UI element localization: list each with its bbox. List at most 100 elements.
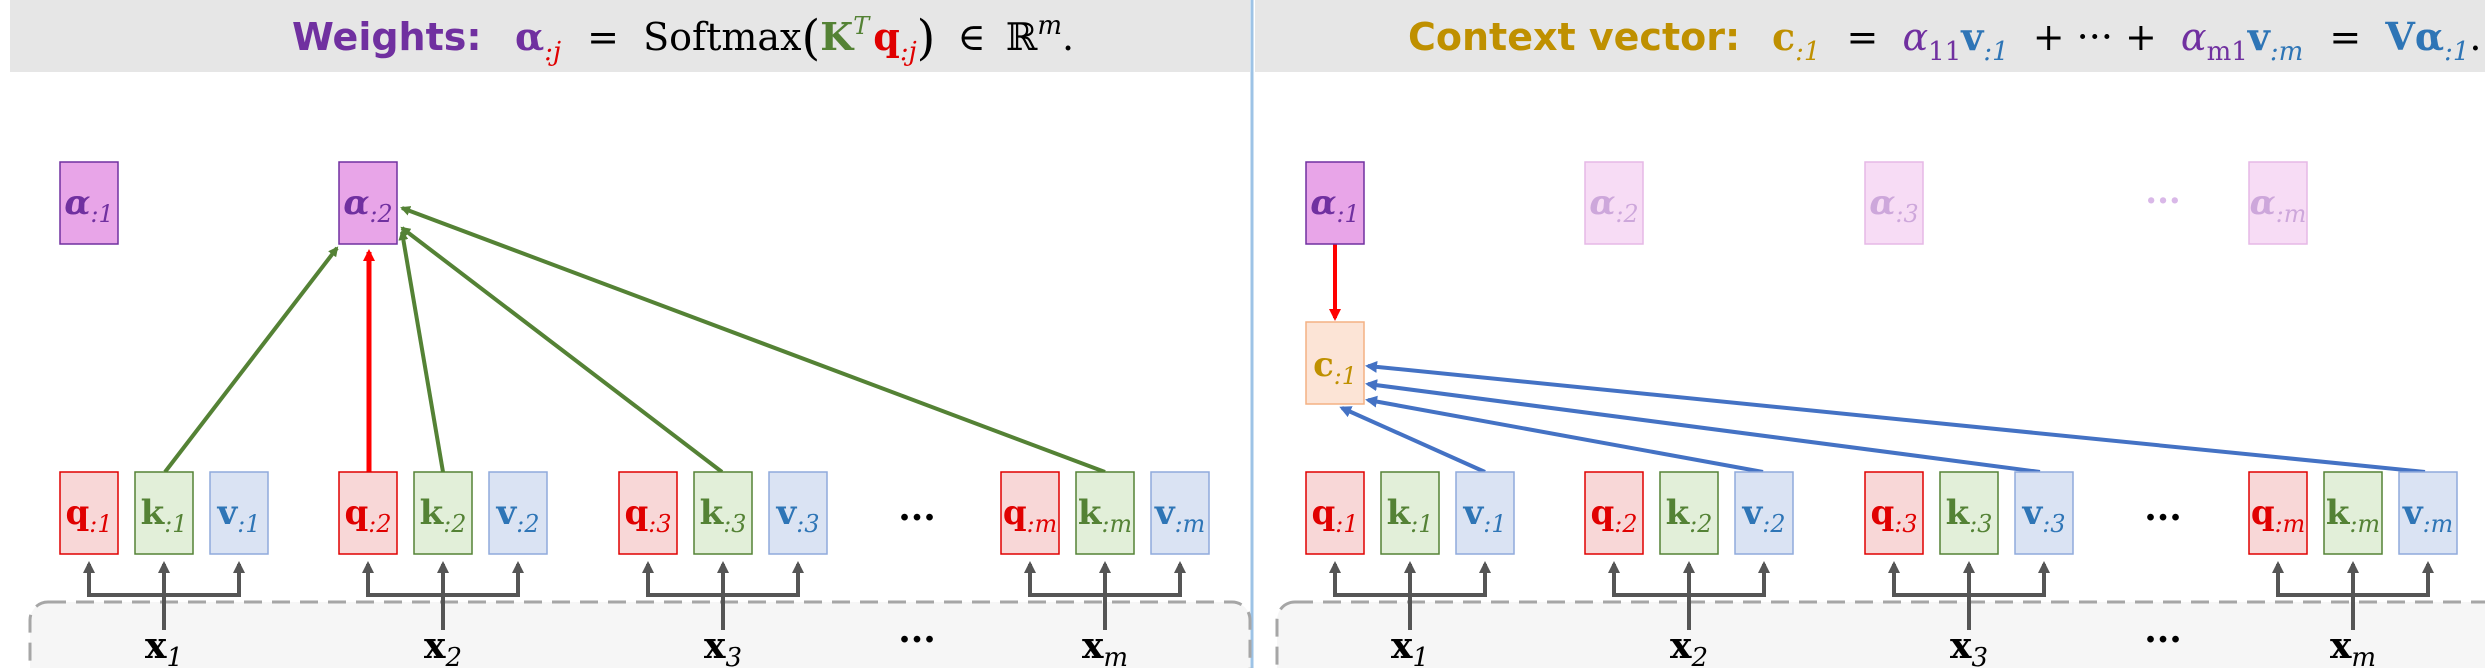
left-input-branch-q-1 (83, 561, 164, 597)
left-key-box-2 (413, 471, 473, 555)
formula-softmax: Softmax (643, 15, 801, 59)
right-input-branch-v-2 (1689, 561, 1770, 597)
left-key-label-2: k:2 (420, 493, 467, 538)
right-input-x-3: x3 (1950, 625, 1988, 668)
left-query-label-1-subscript: :1 (89, 510, 112, 538)
right-key-label-2-subscript: :2 (1689, 510, 1712, 538)
right-value2-to-context-arrow (1365, 395, 1764, 474)
left-key-label-2-subscript: :2 (443, 510, 466, 538)
right-query-label-4: q:m (2251, 493, 2305, 538)
left-key-label-3: k:3 (700, 493, 747, 538)
formula-vm-sub: :m (2270, 37, 2303, 67)
right-input-x-sub-1: 1 (1412, 643, 1429, 668)
right-query-box-2 (1584, 471, 1644, 555)
left-query-label-2: q:2 (345, 493, 392, 538)
right-query-label-3-subscript: :3 (1894, 510, 1917, 538)
left-alpha-label-1: α:1 (64, 183, 113, 228)
left-query-label-1: q:1 (66, 493, 113, 538)
right-key-box-3 (1939, 471, 1999, 555)
right-input-container (1275, 600, 2485, 668)
right-context-label-symbol: c (1313, 345, 1334, 385)
formula-eq: = (587, 15, 619, 59)
right-value-label-3-symbol: v (2022, 493, 2044, 533)
right-query-box-3 (1864, 471, 1924, 555)
right-alpha-box-1 (1305, 161, 1365, 245)
left-value-label-3: v:3 (776, 493, 820, 538)
left-alpha-label-1-subscript: :1 (91, 200, 114, 228)
left-input-branch-q-4 (1024, 561, 1105, 597)
right-query-label-2-subscript: :2 (1614, 510, 1637, 538)
left-input-x-4: xm (1082, 625, 1128, 668)
left-key-label-1-subscript: :1 (164, 510, 187, 538)
right-alpha-label-4-subscript: :m (2276, 200, 2307, 228)
formula-alpha: α (515, 14, 544, 59)
left-value-label-3-subscript: :3 (796, 510, 819, 538)
right-key-label-1-subscript: :1 (1410, 510, 1433, 538)
left-value-label-2-subscript: :2 (516, 510, 539, 538)
right-key-label-3-subscript: :3 (1969, 510, 1992, 538)
formula-q-sub: :j (900, 37, 917, 67)
right-query-label-3-symbol: q (1871, 493, 1895, 533)
right-key-label-2-symbol: k (1666, 493, 1691, 533)
formula-alpha-vec-sub: :1 (2444, 37, 2469, 67)
formula-alpha-vec: α (2415, 14, 2444, 59)
right-value-label-4: v:m (2402, 493, 2453, 538)
left-input-x-sub-1: 1 (166, 643, 183, 668)
right-query-label-1-subscript: :1 (1335, 510, 1358, 538)
formula-c-sub: :1 (1795, 37, 1820, 67)
right-value-box-1 (1455, 471, 1515, 555)
right-input-branch-q-2 (1608, 561, 1689, 597)
left-value-label-4: v:m (1154, 493, 1205, 538)
formula-K: K (820, 14, 855, 59)
right-key-label-3: k:3 (1946, 493, 1993, 538)
right-valuem-to-context-arrow (1365, 360, 2426, 474)
right-alpha-label-3-subscript: :3 (1896, 200, 1919, 228)
left-value-label-4-subscript: :m (1175, 510, 1206, 538)
right-query-label-2-symbol: q (1591, 493, 1615, 533)
right-alpha-label-4-symbol: α (2250, 183, 2276, 223)
left-query-box-2 (338, 471, 398, 555)
right-input-branch-q-1 (1329, 561, 1410, 597)
left-keym-to-alpha-arrow (400, 206, 1106, 474)
right-key-label-4-subscript: :m (2349, 510, 2380, 538)
left-alpha-label-2: α:2 (343, 183, 392, 228)
right-key-label-3-symbol: k (1946, 493, 1971, 533)
right-ellipsis-mid: ··· (2144, 497, 2182, 539)
left-query-box-4 (1000, 471, 1060, 555)
left-key-box-1 (134, 471, 194, 555)
right-value-label-2-subscript: :2 (1762, 510, 1785, 538)
right-value-label-1: v:1 (1463, 493, 1507, 538)
formula-lparen: ( (801, 10, 820, 66)
formula-alpha-11: α (1902, 15, 1928, 59)
formula-R: ℝ (1006, 15, 1038, 59)
right-value-label-4-subscript: :m (2423, 510, 2454, 538)
right-context-label: c:1 (1313, 345, 1357, 390)
left-value-box-3 (768, 471, 828, 555)
formula-plus-dots: + ··· + (2033, 15, 2157, 59)
right-input-branch-v-1 (1410, 561, 1491, 597)
left-key-box-3 (693, 471, 753, 555)
right-alpha-label-1-symbol: α (1310, 183, 1336, 223)
formula-eq-3: = (2329, 15, 2361, 59)
formula-alpha-11-sub: 11 (1928, 37, 1961, 67)
right-value-label-2: v:2 (1742, 493, 1786, 538)
right-input-x-sub-4: m (2351, 643, 2376, 668)
left-input-branch-v-3 (723, 561, 804, 597)
formula-period: . (1062, 15, 1074, 59)
right-value-box-3 (2014, 471, 2074, 555)
right-query-label-4-symbol: q (2251, 493, 2275, 533)
weights-colon: : (466, 15, 481, 59)
formula-rparen: ) (917, 10, 936, 66)
left-alpha-box-1 (59, 161, 119, 245)
context-label: Context vector (1408, 15, 1725, 59)
right-context-label-subscript: :1 (1334, 362, 1357, 390)
right-key-label-4: k:m (2326, 493, 2380, 538)
right-key-box-4 (2323, 471, 2383, 555)
right-input-x-sub-2: 2 (1690, 643, 1708, 668)
left-value-box-4 (1150, 471, 1210, 555)
left-key-label-4: k:m (1078, 493, 1132, 538)
right-header-formula: Context vector: c:1 = α11v:1 + ··· + αm1… (1408, 14, 2481, 69)
left-value-label-3-symbol: v (776, 493, 798, 533)
